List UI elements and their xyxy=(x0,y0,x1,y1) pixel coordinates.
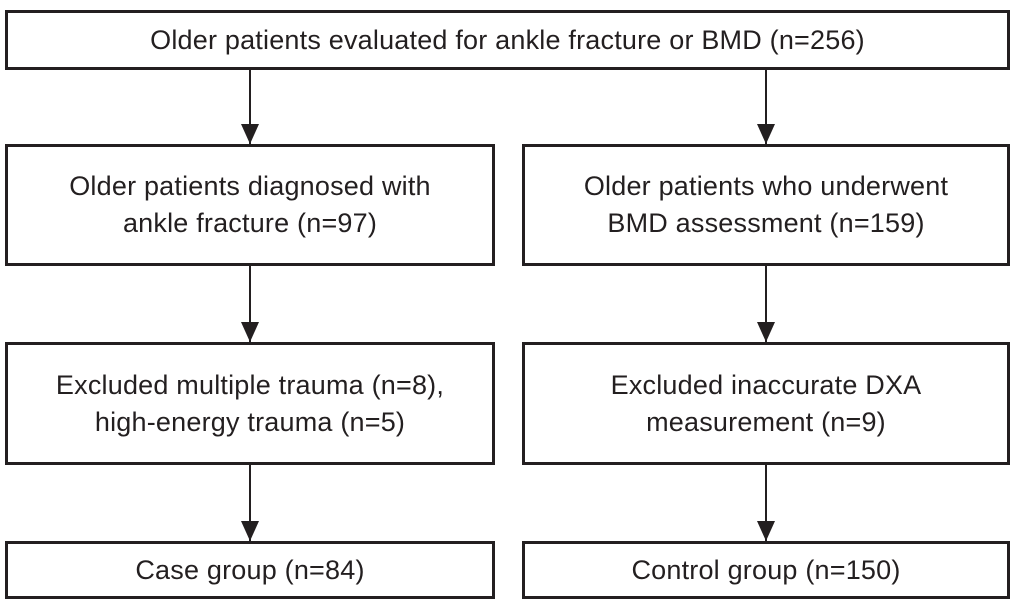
node-excluded-trauma-line2: high-energy trauma (n=5) xyxy=(94,406,406,437)
node-control-group: Control group (n=150) xyxy=(522,541,1010,599)
node-excluded-trauma: Excluded multiple trauma (n=8), high-ene… xyxy=(5,342,495,465)
node-bmd-assessment-line2: BMD assessment (n=159) xyxy=(607,208,925,238)
node-ankle-fracture-line2: ankle fracture (n=97) xyxy=(122,208,378,238)
node-ankle-fracture-line1: Older patients diagnosed with xyxy=(69,171,431,201)
node-case-group: Case group (n=84) xyxy=(5,541,495,599)
node-excluded-dxa-line1: Excluded inaccurate DXA xyxy=(610,369,922,400)
node-case-group-label: Case group (n=84) xyxy=(135,554,365,585)
node-excluded-dxa: Excluded inaccurate DXA measurement (n=9… xyxy=(522,342,1010,465)
node-excluded-trauma-line1: Excluded multiple trauma (n=8), xyxy=(55,369,445,400)
arrow-down-to-case-group xyxy=(249,465,251,541)
node-evaluated-total-label: Older patients evaluated for ankle fract… xyxy=(150,24,865,55)
node-ankle-fracture: Older patients diagnosed with ankle frac… xyxy=(5,144,495,266)
node-control-group-label: Control group (n=150) xyxy=(631,554,901,585)
node-bmd-assessment: Older patients who underwent BMD assessm… xyxy=(522,144,1010,266)
arrow-down-to-ankle-fracture xyxy=(249,70,251,144)
node-evaluated-total: Older patients evaluated for ankle fract… xyxy=(5,10,1010,70)
node-bmd-assessment-line1: Older patients who underwent xyxy=(583,171,949,201)
node-excluded-dxa-line2: measurement (n=9) xyxy=(646,406,886,437)
arrow-down-to-bmd-assessment xyxy=(765,70,767,144)
arrow-down-to-excluded-dxa xyxy=(765,266,767,342)
arrow-down-to-excluded-trauma xyxy=(249,266,251,342)
arrow-down-to-control-group xyxy=(765,465,767,541)
